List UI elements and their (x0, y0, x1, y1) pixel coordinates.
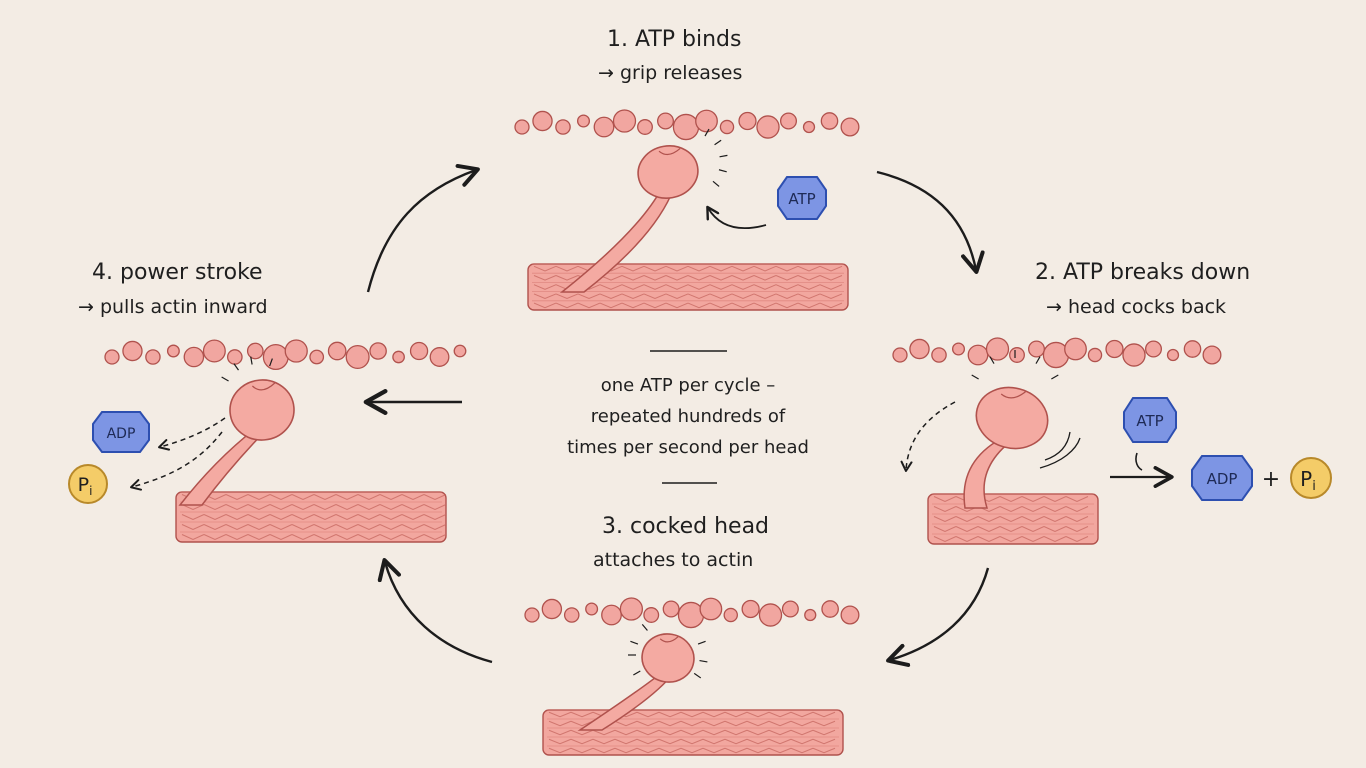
motion-lines (221, 356, 273, 382)
myosin-thick-filament (542, 709, 844, 756)
center-note-line2: repeated hundreds of (590, 406, 786, 427)
step1-title-text: ATP binds (635, 27, 742, 52)
motion-lines (971, 350, 1059, 380)
adp-release-arrow (158, 417, 226, 451)
actin-filament (514, 109, 860, 141)
step3-subtitle: attaches to actin (593, 549, 754, 571)
adp-label: ADP (107, 426, 136, 442)
step3-title: 3. cocked head (602, 514, 769, 539)
myosin-head (963, 386, 1049, 509)
arrow-step4-to-step1 (366, 163, 480, 293)
pi-badge-step4: Pi (68, 464, 108, 504)
pi-letter: P (1300, 467, 1312, 491)
center-note: one ATP per cycle – repeated hundreds of… (538, 370, 838, 463)
arrow-step1-to-step2 (876, 170, 985, 274)
step1-subtitle: → grip releases (598, 62, 743, 84)
atp-binding-detail: ATP (706, 176, 827, 230)
actin-filament (892, 337, 1222, 369)
motion-lines (704, 128, 728, 187)
panel-atp-breaks-down (892, 337, 1222, 545)
pi-badge-step2: Pi (1290, 457, 1332, 499)
plus-sign: + (1262, 467, 1280, 492)
pi-release-arrow (130, 431, 223, 491)
step2-title: 2. ATP breaks down (1035, 260, 1250, 285)
step1-title: 1. ATP binds (607, 27, 742, 52)
svg-text:Pi: Pi (78, 474, 93, 498)
center-note-line3: times per second per head (567, 437, 809, 458)
actin-filament (524, 597, 860, 629)
pi-subscript: i (1312, 479, 1316, 494)
atp-badge-step1: ATP (777, 176, 827, 220)
myosin-thick-filament (927, 493, 1099, 545)
step2-number: 2. (1035, 260, 1056, 285)
atp-badge-step2: ATP (1123, 397, 1177, 443)
atp-hydrolysis-detail: ATP ADP + Pi (1110, 397, 1332, 501)
myosin-head (559, 145, 699, 293)
arrow-step3-to-step4 (377, 558, 493, 664)
pi-letter: P (78, 474, 89, 496)
myosin-head (577, 633, 695, 731)
center-note-dividers (650, 350, 727, 484)
step1-number: 1. (607, 27, 628, 52)
atp-label: ATP (788, 190, 815, 208)
step4-subtitle: → pulls actin inward (78, 296, 268, 318)
pi-subscript: i (89, 484, 92, 498)
step4-title: 4. power stroke (92, 260, 263, 285)
step3-title-text: cocked head (630, 514, 770, 539)
center-note-line1: one ATP per cycle – (600, 375, 776, 396)
actin-filament (104, 339, 467, 371)
myosin-thick-filament (175, 491, 447, 543)
adp-badge-step4: ADP (92, 411, 150, 453)
step3-number: 3. (602, 514, 623, 539)
panel-atp-binds (514, 109, 860, 311)
adp-label: ADP (1207, 470, 1238, 488)
step4-title-text: power stroke (120, 260, 263, 285)
myosin-head (178, 379, 295, 506)
cycle-arrows (363, 163, 990, 667)
atp-approach-arrow (706, 205, 767, 230)
adp-badge-step2: ADP (1191, 455, 1253, 501)
step4-number: 4. (92, 260, 113, 285)
panel-power-stroke (104, 339, 467, 543)
motion-lines (628, 623, 708, 679)
arrow-step2-to-step3 (886, 567, 990, 667)
step2-subtitle: → head cocks back (1046, 296, 1227, 318)
myosin-thick-filament (527, 263, 849, 311)
atp-label: ATP (1136, 412, 1163, 430)
step2-title-text: ATP breaks down (1063, 260, 1251, 285)
svg-text:Pi: Pi (1300, 467, 1316, 494)
product-release-detail: ADP Pi (68, 411, 226, 504)
panel-cocked-head (524, 597, 860, 756)
